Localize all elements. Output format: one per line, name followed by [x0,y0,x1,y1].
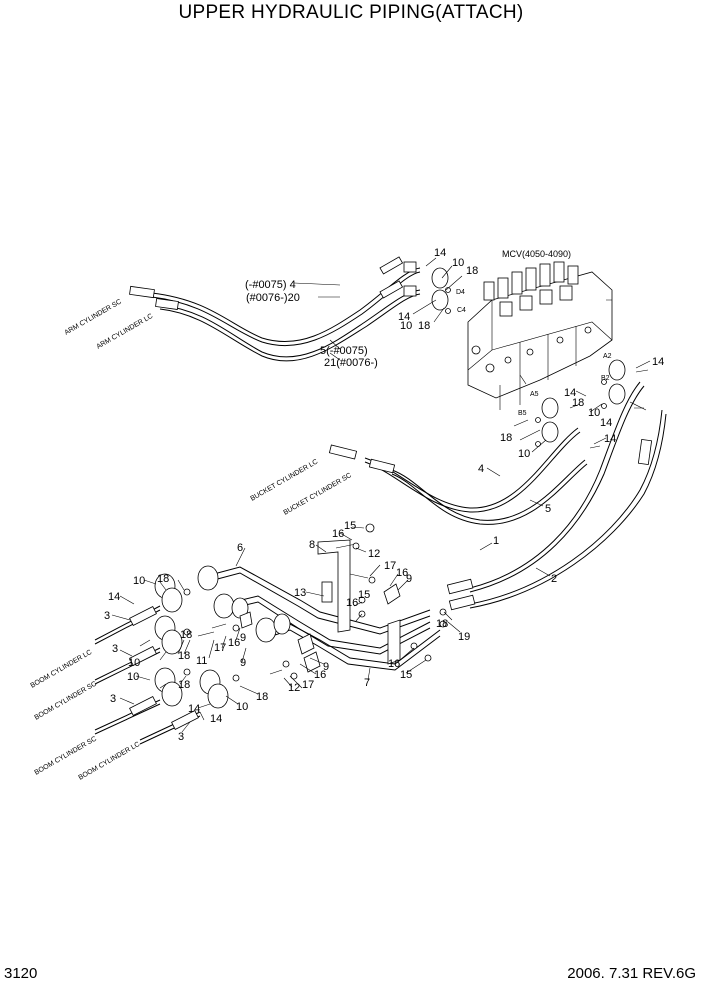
callout-16: 16 [314,669,326,681]
callout-14: 14 [652,356,664,368]
callout-12: 12 [288,682,300,694]
callout-16: 16 [388,658,400,670]
callout-3: 3 [104,610,110,622]
leader-lines [111,257,651,733]
callout-14: 14 [604,433,616,445]
callout-16: 16 [396,567,408,579]
callout-10: 10 [452,257,464,269]
page-number: 3120 [4,965,38,982]
boom-main-hoses [446,381,667,611]
callout-17: 17 [302,679,314,691]
port-label-d4: D4 [456,289,465,296]
callout-19: 19 [458,631,470,643]
callout-14: 14 [434,247,446,259]
callout-14: 14 [188,703,200,715]
port-label-a2: A2 [603,353,612,360]
callout-10: 10 [236,701,248,713]
port-label-c4: C4 [457,307,466,314]
callout-11: 11 [196,655,207,667]
callout-14: 14 [108,591,120,603]
callout-21-post0076: 21(#0076-) [324,357,378,369]
arm-cylinder-hoses [129,256,421,362]
callout-10: 10 [518,448,530,460]
callout-15: 15 [400,669,412,681]
callout-1: 1 [493,535,499,547]
callout-9: 9 [240,632,246,644]
callout-10: 10 [127,671,139,683]
boom-cylinder-hoses [94,605,201,745]
callout-9: 9 [323,661,329,673]
callout-16: 16 [228,637,240,649]
callout-14: 14 [210,713,222,725]
callout-7: 7 [364,677,370,689]
bucket-cylinder-hoses [328,427,588,525]
port-label-a5: A5 [530,391,539,398]
callout-6: 6 [237,542,243,554]
callout-4-pre0075: (-#0075) 4 [245,279,296,291]
callout-18: 18 [180,629,192,641]
callout-18: 18 [436,618,448,630]
callout-16: 16 [332,528,344,540]
hose-label-boom-cylinder-sc-1: BOOM CYLINDER SC [34,680,98,721]
callout-17: 17 [384,560,396,572]
callout-15: 15 [344,520,356,532]
callout-18: 18 [418,320,430,332]
page-title: UPPER HYDRAULIC PIPING(ATTACH) [178,2,524,23]
hose-label-boom-cylinder-lc-1: BOOM CYLINDER LC [30,649,94,690]
callout-10: 10 [588,407,600,419]
callout-18: 18 [178,650,190,662]
callout-10: 10 [400,320,412,332]
fasteners [197,299,649,709]
callout-10: 10 [133,575,145,587]
callout-18: 18 [466,265,478,277]
callout-4: 4 [478,463,484,475]
callout-13: 13 [294,587,306,599]
callout-8: 8 [309,539,315,551]
callout-numbers: (-#0075) 4 (#0076-)20 5(-#0075) 21(#0076… [104,247,664,743]
callout-10: 10 [128,657,140,669]
mcv-label: MCV(4050-4090) [502,249,571,259]
callout-16: 16 [346,597,358,609]
callout-18: 18 [178,679,190,691]
port-label-b5: B5 [518,410,527,417]
hose-label-arm-cylinder-lc: ARM CYLINDER LC [96,313,155,351]
callout-3: 3 [112,643,118,655]
callout-3: 3 [110,693,116,705]
callout-18: 18 [572,397,584,409]
flange-halves [154,267,626,709]
callout-20-post0076: (#0076-)20 [246,292,300,304]
callout-14: 14 [564,387,576,399]
callout-9: 9 [406,573,412,585]
callout-14: 14 [600,417,612,429]
callout-3: 3 [178,731,184,743]
callout-12: 12 [368,548,380,560]
hose-label-arm-cylinder-sc: ARM CYLINDER SC [64,298,123,336]
callout-2: 2 [551,573,557,585]
callout-18: 18 [500,432,512,444]
revision-date: 2006. 7.31 REV.6G [567,965,696,982]
callout-15: 15 [358,589,370,601]
callout-18: 18 [256,691,268,703]
callout-18: 18 [157,573,169,585]
main-control-valve [467,261,613,410]
callout-5: 5 [545,503,551,515]
callout-5-pre0075: 5(-#0075) [320,345,368,357]
callout-14: 14 [398,311,410,323]
callout-9: 9 [240,657,246,669]
port-label-b2: B2 [601,375,610,382]
callout-17: 17 [214,642,226,654]
